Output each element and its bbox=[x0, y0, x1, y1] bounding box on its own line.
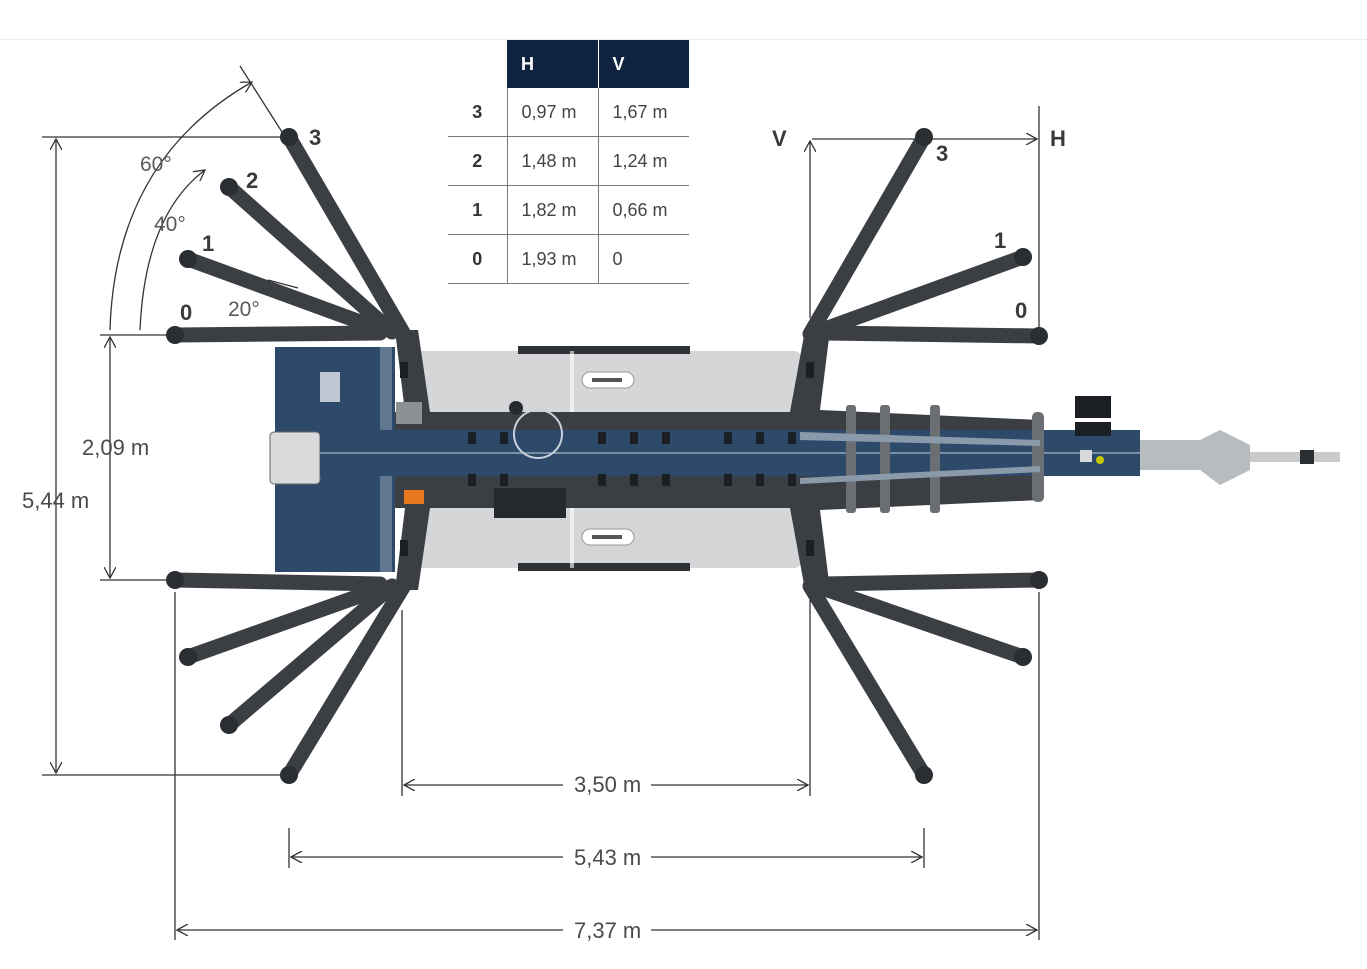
top-divider bbox=[0, 39, 1367, 40]
dimension-lines bbox=[42, 65, 1040, 940]
dimension-5-43-label: 5,43 m bbox=[574, 845, 641, 870]
table-corner bbox=[448, 40, 507, 88]
outrigger-left-top-1 bbox=[180, 251, 390, 338]
outrigger-right-top-3 bbox=[802, 129, 932, 342]
row-h-value: 1,48 m bbox=[507, 136, 599, 186]
table-row: 0 1,93 m 0 bbox=[448, 234, 689, 284]
outrigger-left-top-3 bbox=[281, 129, 413, 344]
left-pos-0-label: 0 bbox=[180, 300, 192, 325]
row-position: 2 bbox=[448, 136, 508, 186]
dimension-2-09-label: 2,09 m bbox=[82, 435, 149, 460]
outrigger-right-bottom-0 bbox=[816, 572, 1047, 592]
table-row: 3 0,97 m 1,67 m bbox=[448, 88, 689, 137]
row-h-value: 0,97 m bbox=[507, 88, 599, 137]
outrigger-left-bottom-3 bbox=[281, 576, 413, 783]
outrigger-position-table: H V 3 0,97 m 1,67 m 2 1,48 m 1,24 m 1 1,… bbox=[448, 40, 689, 284]
row-v-value: 1,67 m bbox=[598, 88, 689, 137]
row-v-value: 1,24 m bbox=[598, 136, 689, 186]
outrigger-left-bottom-1 bbox=[180, 580, 390, 665]
outriggers bbox=[167, 129, 1047, 783]
left-pos-1-label: 1 bbox=[202, 231, 214, 256]
angle-20-label: 20° bbox=[228, 298, 260, 321]
control-unit bbox=[269, 431, 321, 485]
dimension-7-37-label: 7,37 m bbox=[574, 918, 641, 943]
track-top bbox=[518, 346, 690, 354]
orange-marker bbox=[404, 490, 424, 504]
outrigger-right-bottom-3 bbox=[802, 578, 932, 783]
left-pos-3-label: 3 bbox=[309, 125, 321, 150]
outrigger-left-top-0 bbox=[167, 325, 388, 343]
table-header-row: H V bbox=[448, 40, 689, 88]
row-h-value: 1,93 m bbox=[507, 234, 599, 284]
v-axis-label: V bbox=[772, 126, 787, 151]
row-position: 3 bbox=[448, 88, 508, 137]
row-v-value: 0 bbox=[598, 234, 689, 284]
outrigger-left-bottom-0 bbox=[167, 572, 388, 592]
vehicle-body bbox=[269, 330, 1340, 590]
row-v-value: 0,66 m bbox=[598, 185, 689, 235]
outrigger-pads bbox=[166, 128, 1048, 784]
boom-tip bbox=[1140, 430, 1250, 485]
turntable bbox=[513, 409, 563, 459]
basket-control bbox=[1075, 396, 1111, 418]
table-row: 1 1,82 m 0,66 m bbox=[448, 185, 689, 235]
right-pos-3-label: 3 bbox=[936, 141, 948, 166]
row-position: 1 bbox=[448, 185, 508, 235]
outrigger-right-top-0 bbox=[816, 325, 1047, 344]
column-header-v: V bbox=[598, 40, 689, 88]
column-header-h: H bbox=[507, 40, 599, 88]
angle-40-label: 40° bbox=[154, 213, 186, 236]
outrigger-right-bottom-1 bbox=[814, 580, 1031, 665]
row-h-value: 1,82 m bbox=[507, 185, 599, 235]
table-row: 2 1,48 m 1,24 m bbox=[448, 136, 689, 186]
right-pos-0-label: 0 bbox=[1015, 298, 1027, 323]
angle-60-label: 60° bbox=[140, 153, 172, 176]
h-axis-label: H bbox=[1050, 126, 1066, 151]
outrigger-left-top-2 bbox=[221, 179, 400, 340]
outrigger-right-top-1 bbox=[814, 249, 1031, 338]
left-pos-2-label: 2 bbox=[246, 168, 258, 193]
dimension-3-50-label: 3,50 m bbox=[574, 772, 641, 797]
row-position: 0 bbox=[448, 234, 508, 284]
right-pos-1-label: 1 bbox=[994, 228, 1006, 253]
dimension-5-44-label: 5,44 m bbox=[22, 488, 89, 513]
track-bottom bbox=[518, 563, 690, 571]
outrigger-left-bottom-2 bbox=[221, 578, 400, 733]
